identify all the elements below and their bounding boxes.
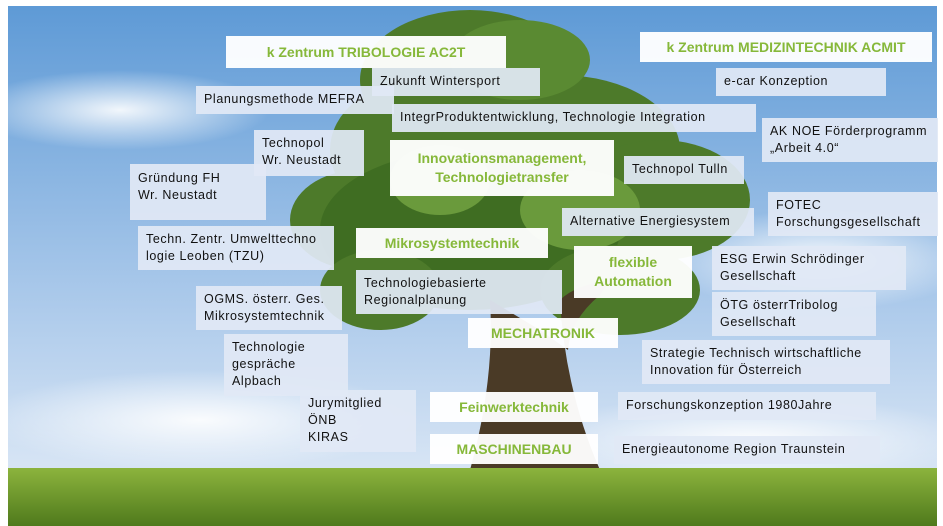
- planungsmethode-mefra-box: Planungsmethode MEFRA: [196, 86, 394, 114]
- zukunft-wintersport-box: Zukunft Wintersport: [372, 68, 540, 96]
- mechatronik-label: MECHATRONIK: [468, 318, 618, 348]
- maschinenbau-label: MASCHINENBAU: [430, 434, 598, 464]
- feinwerktechnik-label: Feinwerktechnik: [430, 392, 598, 422]
- kzentrum-tribologie-label: k Zentrum TRIBOLOGIE AC2T: [226, 36, 506, 68]
- kzentrum-medizintechnik-label: k Zentrum MEDIZINTECHNIK ACMIT: [640, 32, 932, 62]
- alternative-energiesystem-box: Alternative Energiesystem: [562, 208, 754, 236]
- energieautonome-region-box: Energieautonome Region Traunstein: [614, 436, 880, 464]
- technopol-wn-box: Technopol Wr. Neustadt: [254, 130, 364, 176]
- technopol-tulln-box: Technopol Tulln: [624, 156, 744, 184]
- grass: [8, 468, 937, 526]
- esg-box: ESG Erwin Schrödinger Gesellschaft: [712, 246, 906, 290]
- ak-noe-box: AK NOE Förderprogramm „Arbeit 4.0“: [762, 118, 938, 162]
- oetg-box: ÖTG österrTribolog Gesellschaft: [712, 292, 876, 336]
- jurymitglied-box: Jurymitglied ÖNB KIRAS: [300, 390, 416, 452]
- strategie-box: Strategie Technisch wirtschaftliche Inno…: [642, 340, 890, 384]
- gruendung-fh-box: Gründung FH Wr. Neustadt: [130, 164, 266, 220]
- forschungskonzeption-box: Forschungskonzeption 1980Jahre: [618, 392, 876, 420]
- innovationsmanagement-label: Innovationsmanagement, Technologietransf…: [390, 140, 614, 196]
- ecar-konzeption-box: e-car Konzeption: [716, 68, 886, 96]
- fotec-box: FOTEC Forschungsgesellschaft: [768, 192, 938, 236]
- tzu-box: Techn. Zentr. Umwelttechno logie Leoben …: [138, 226, 334, 270]
- ogms-box: OGMS. österr. Ges. Mikrosystemtechnik: [196, 286, 342, 330]
- technologiegespraeche-alpbach-box: Technologie gespräche Alpbach: [224, 334, 348, 396]
- flexible-automation-label: flexible Automation: [574, 246, 692, 298]
- mikrosystemtechnik-label: Mikrosystemtechnik: [356, 228, 548, 258]
- integr-produktentwicklung-box: IntegrProduktentwicklung, Technologie In…: [392, 104, 756, 132]
- technologiebasierte-regionalplanung-box: Technologiebasierte Regionalplanung: [356, 270, 562, 314]
